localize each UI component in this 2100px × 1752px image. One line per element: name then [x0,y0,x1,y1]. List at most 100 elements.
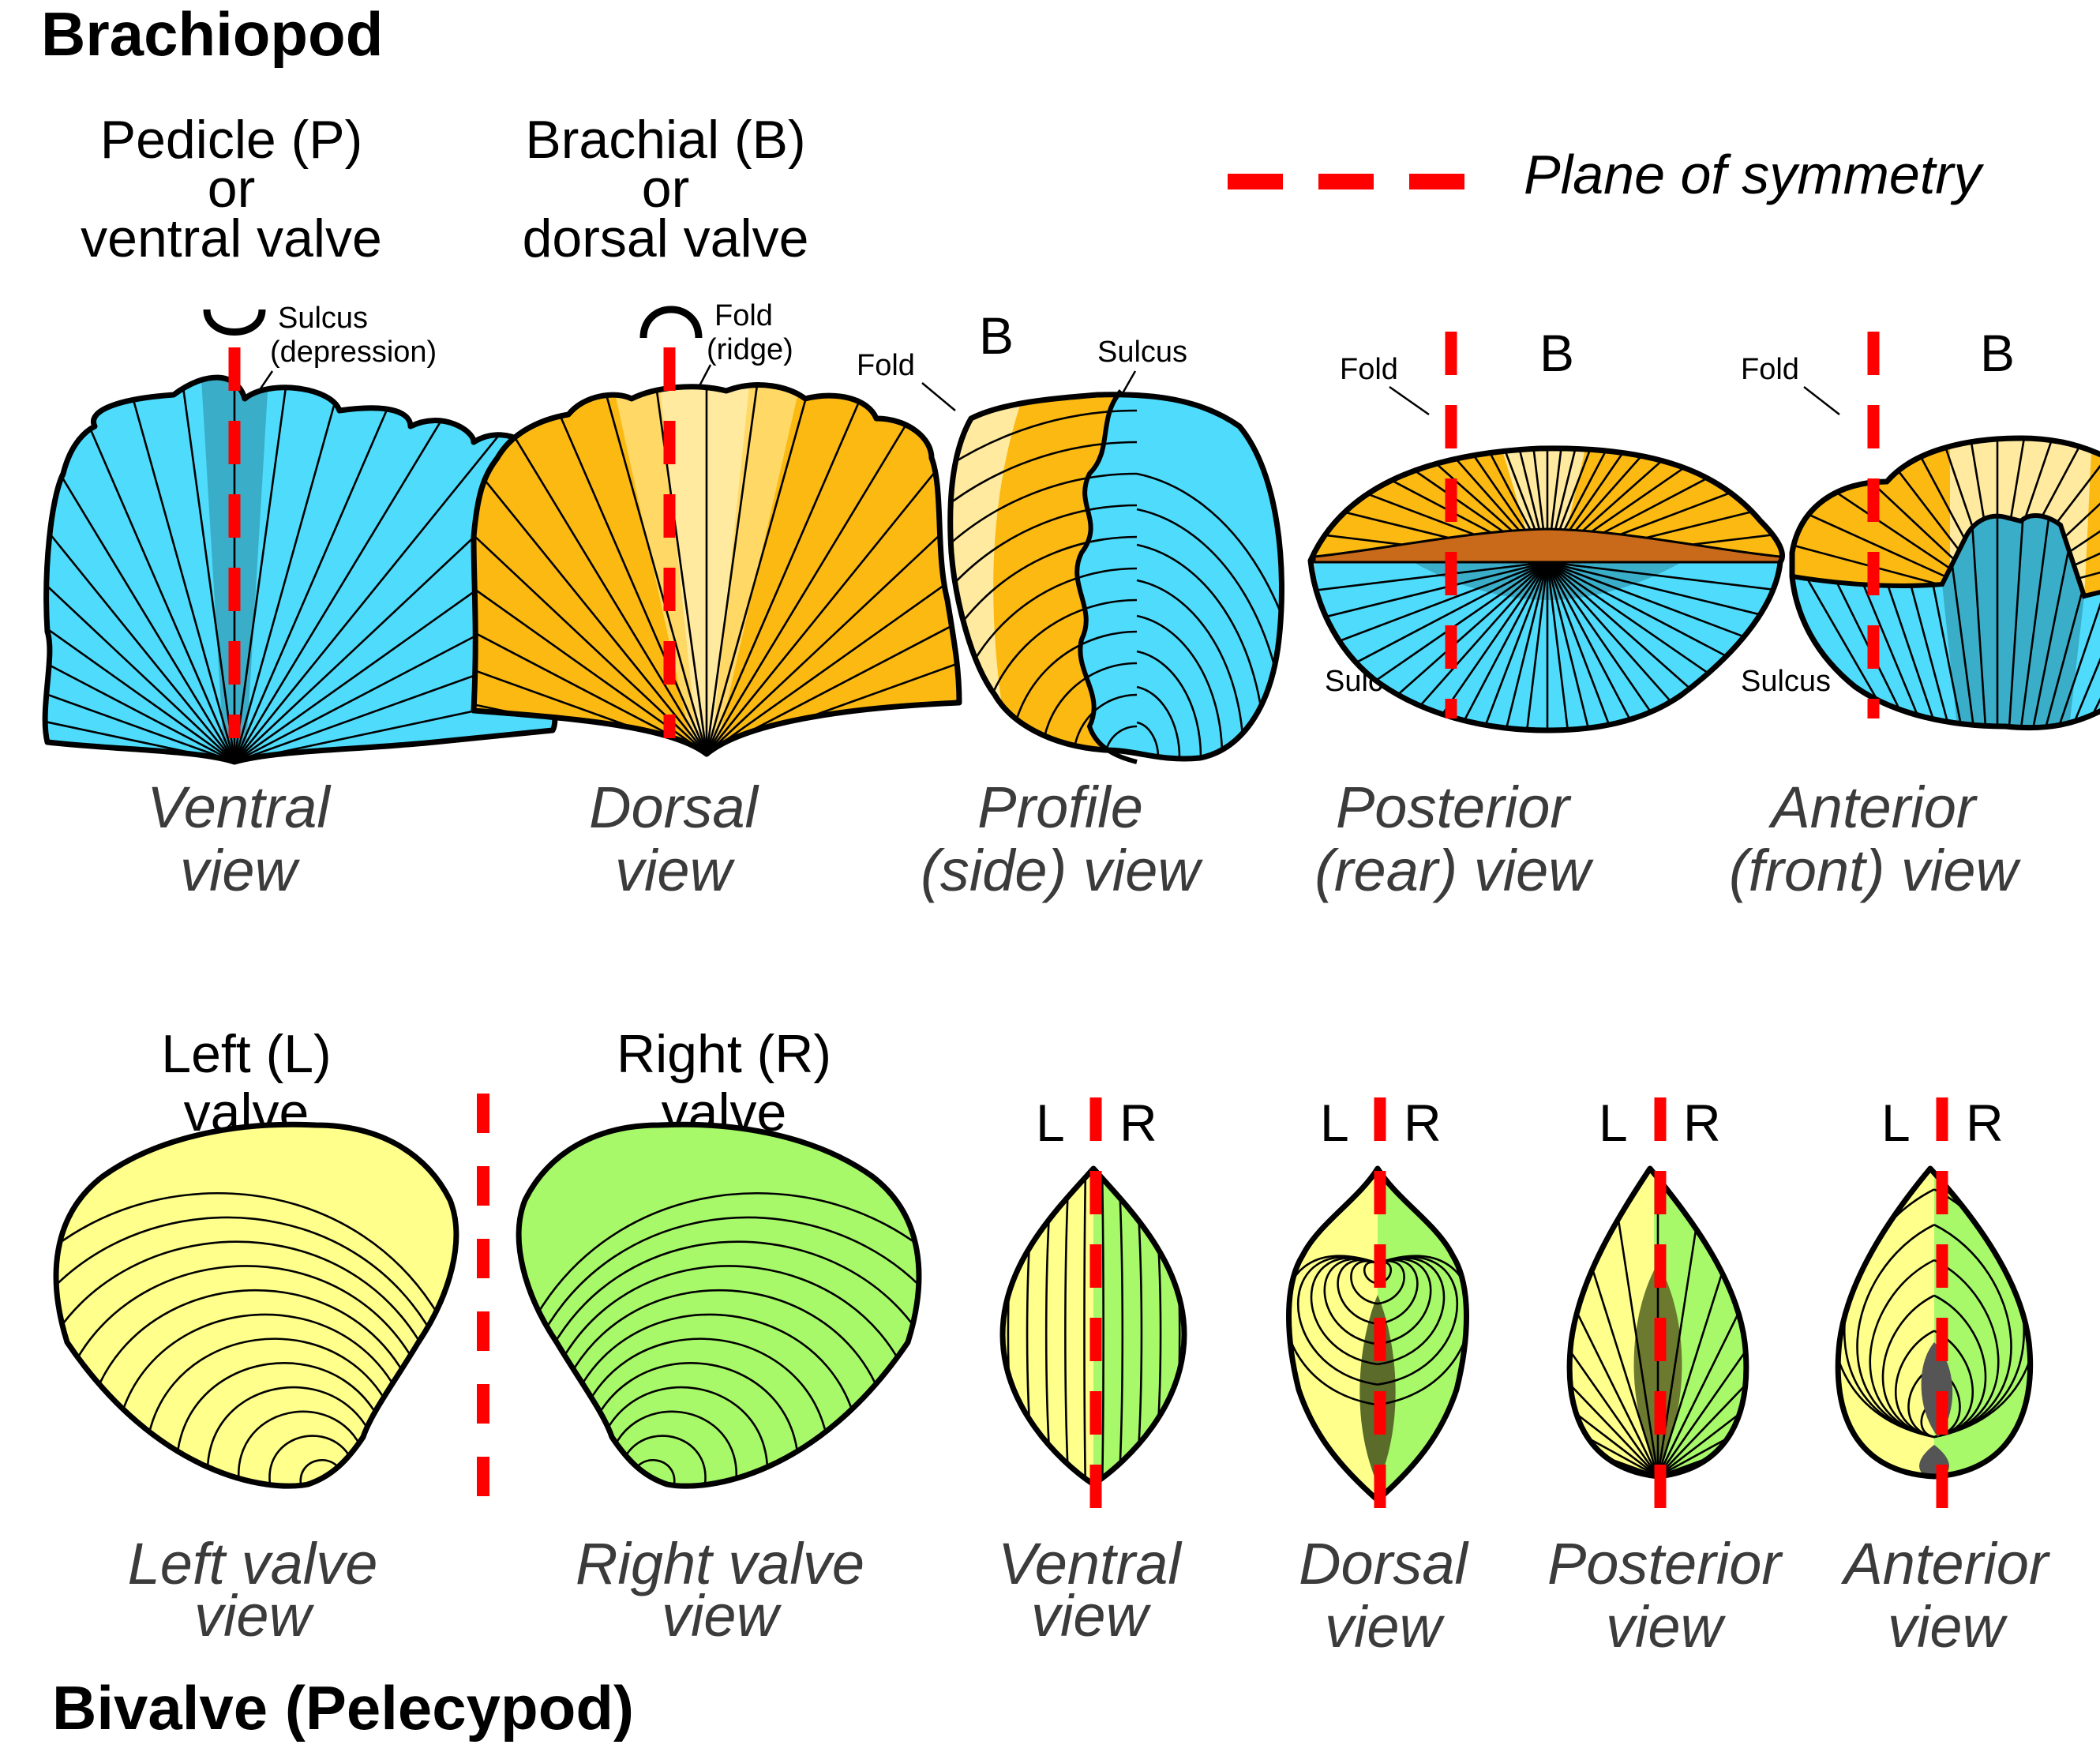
anterior-l-label: L [1881,1094,1911,1152]
posterior-outline [1307,445,1785,733]
rib-line [1547,562,1780,643]
rib-line [1314,562,1548,603]
rib-line [474,409,708,754]
bivalve-ventral-view: L R [999,1094,1187,1520]
rib-line [1547,562,1780,730]
rib-line [1392,448,1549,562]
dorsal-valve-outline [471,382,962,757]
caption-bv-ventral-2: view [1031,1583,1152,1649]
rib-line [1547,562,1780,603]
growth-line [950,441,1138,759]
rib-line [233,377,411,762]
rib-line [45,458,235,762]
profile-fold-label: Fold [857,349,915,382]
rib-line [1657,1247,1746,1476]
rib-line [1506,562,1549,730]
brachial-heading-line-1: Brachial (B) [525,110,805,170]
right-valve-fill [519,1124,919,1487]
rib-line [45,556,235,762]
rib-line [1657,1283,1746,1476]
growth-line [1136,721,1160,759]
brachiopod-title: Brachiopod [41,0,383,69]
rib-line [1547,562,1780,718]
rib-line [1546,448,1667,562]
rib-line [1314,562,1548,718]
caption-right-valve-2: view [662,1583,782,1649]
rib-line [1428,448,1549,562]
rib-line [474,548,707,754]
left-valve-outline [53,1121,459,1489]
bivalve-title: Bivalve (Pelecypod) [52,1673,634,1743]
rib-line [1358,562,1549,730]
rib-line [233,383,465,762]
rib-line [1428,562,1549,730]
anterior-fold-leader [1803,386,1840,415]
growth-line [950,409,1138,759]
anterior-fold-label: Fold [1741,353,1799,386]
right-valve-outline [516,1121,922,1489]
caption-bv-posterior-2: view [1606,1594,1727,1660]
anterior-b-label: B [1980,324,2015,382]
growth-line [1296,1255,1378,1386]
rib-line [1326,562,1548,730]
profile-fold-leader [921,382,956,411]
rib-line [234,669,566,762]
rib-line [1314,562,1548,730]
posterior-brachial-fill [1311,448,1783,562]
anterior-sulcus-label: Sulcus [1741,665,1831,698]
rib-line [1547,448,1768,562]
rib-line [1101,1169,1104,1484]
rib-line [1656,1217,1746,1476]
rib-line [1547,562,1768,730]
brachiopod-anterior-view: B P Fold Sulcus [1741,324,2100,731]
profile-outline [947,392,1284,762]
caption-bv-anterior-1: Anterior [1840,1531,2050,1596]
rib-line [45,383,236,762]
growth-line [144,1337,405,1485]
bv-anterior-fill [1838,1169,2031,1476]
rib-line [1314,562,1548,681]
growth-line [56,1192,456,1485]
caption-profile-1: Profile [977,775,1143,840]
sulcus-profile-icon [203,309,266,336]
growth-line [1933,1294,1987,1439]
legend-label: Plane of symmetry [1524,144,1985,205]
caption-bv-posterior-1: Posterior [1547,1531,1783,1596]
caption-left-valve-2: view [194,1583,315,1649]
rib-line [45,611,235,762]
right-heading-line-1: Right (R) [617,1024,831,1084]
caption-bv-dorsal-2: view [1325,1594,1446,1660]
caption-dorsal-1: Dorsal [589,775,759,840]
rib-line [1996,516,2053,728]
rib-line [234,556,566,762]
growth-line [175,1362,393,1485]
bivalve-captions: Left valve view Right valve view Ventral… [128,1531,2051,1660]
brachial-heading-line-2: or [642,159,689,219]
rib-line [1546,448,1737,562]
rib-line [1996,516,2079,728]
rib-line [706,450,959,754]
growth-line [1377,1257,1446,1366]
brachial-valve-heading: Brachial (B) or dorsal valve [523,110,809,268]
growth-line [1310,1257,1378,1366]
sulcus-label: Sulcus [278,302,368,335]
caption-posterior-2: (rear) view [1314,838,1594,903]
posterior-fold-leader [1389,385,1430,416]
growth-line [1377,1255,1459,1386]
profile-commissure [1074,389,1138,764]
growth-line [1323,1258,1378,1345]
rib-line [1547,562,1780,681]
anterior-outline [1789,435,2100,731]
profile-b-label: B [979,306,1014,365]
pedicle-valve-heading: Pedicle (P) or ventral valve [81,110,382,268]
rib-line [1546,448,1703,562]
rib-line [1326,448,1548,562]
rib-line [1314,562,1548,730]
brachial-heading-line-3: dorsal valve [523,208,809,268]
rib-line [1467,448,1549,562]
caption-bv-anterior-2: view [1888,1594,2008,1660]
caption-bv-dorsal-1: Dorsal [1299,1531,1469,1596]
growth-line [594,1386,769,1485]
growth-line [1136,472,1282,759]
